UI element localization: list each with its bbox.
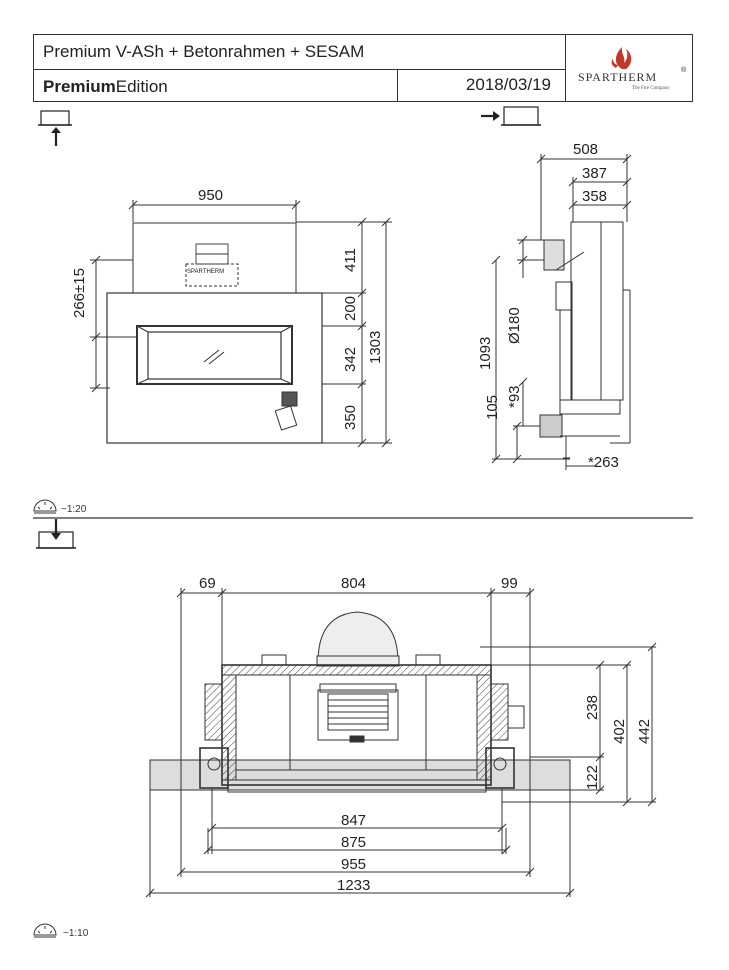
front-411-label: 411	[342, 248, 359, 272]
front-width-label: 950	[198, 187, 223, 204]
front-350-label: 350	[342, 405, 359, 430]
side-view	[491, 154, 632, 470]
top-402-label: 402	[611, 719, 628, 744]
top-442-label: 442	[636, 719, 653, 744]
top-238-label: 238	[584, 695, 601, 720]
drawing-title: Premium V-ASh + Betonrahmen + SESAM	[43, 42, 365, 61]
date-cell: 2018/03/19	[397, 69, 566, 101]
edition-label: PremiumEdition	[43, 77, 168, 97]
side-508-label: 508	[573, 141, 598, 158]
front-view	[90, 200, 392, 448]
edition-bold: Premium	[43, 77, 116, 96]
view-side-arrow-right-icon	[481, 106, 541, 126]
top-955-label: 955	[341, 856, 366, 873]
side-263-label: *263	[588, 454, 619, 471]
view-top-arrow-down-icon	[36, 519, 76, 549]
collar-label: SPARTHERM	[187, 269, 224, 275]
side-diameter-label: Ø180	[506, 307, 523, 344]
top-847-label: 847	[341, 812, 366, 829]
flame-logo-icon	[611, 47, 632, 69]
front-offset-label: 266±15	[71, 268, 88, 318]
top-view	[145, 588, 657, 898]
front-342-label: 342	[342, 347, 359, 372]
logo-registered: ®	[681, 67, 687, 74]
spartherm-logo: SPARTHERM ® The Fire Company	[566, 35, 692, 101]
side-387-label: 387	[582, 165, 607, 182]
title-block: Premium V-ASh + Betonrahmen + SESAM Prem…	[33, 34, 693, 102]
front-200-label: 200	[342, 296, 359, 321]
scale-protractor-icon	[33, 499, 57, 514]
top-69-label: 69	[199, 575, 216, 592]
side-1093-label: 1093	[477, 337, 494, 370]
side-93-label: *93	[506, 385, 523, 408]
title-row: Premium V-ASh + Betonrahmen + SESAM	[34, 35, 566, 70]
scale-protractor-icon-lower	[33, 923, 57, 938]
view-front-arrow-up-icon	[38, 110, 72, 146]
logo-tagline: The Fire Company	[632, 86, 670, 91]
top-122-label: 122	[584, 765, 601, 790]
side-105-label: 105	[484, 395, 501, 420]
top-804-label: 804	[341, 575, 366, 592]
scale-upper-label: ~1:20	[61, 504, 87, 515]
scale-lower-label: ~1:10	[63, 928, 89, 939]
logo-wordmark: SPARTHERM	[578, 70, 658, 84]
front-1303-label: 1303	[367, 331, 384, 364]
top-875-label: 875	[341, 834, 366, 851]
side-358-label: 358	[582, 188, 607, 205]
top-99-label: 99	[501, 575, 518, 592]
drawing-date: 2018/03/19	[465, 75, 551, 94]
top-1233-label: 1233	[337, 877, 370, 894]
edition-rest: Edition	[115, 77, 168, 96]
